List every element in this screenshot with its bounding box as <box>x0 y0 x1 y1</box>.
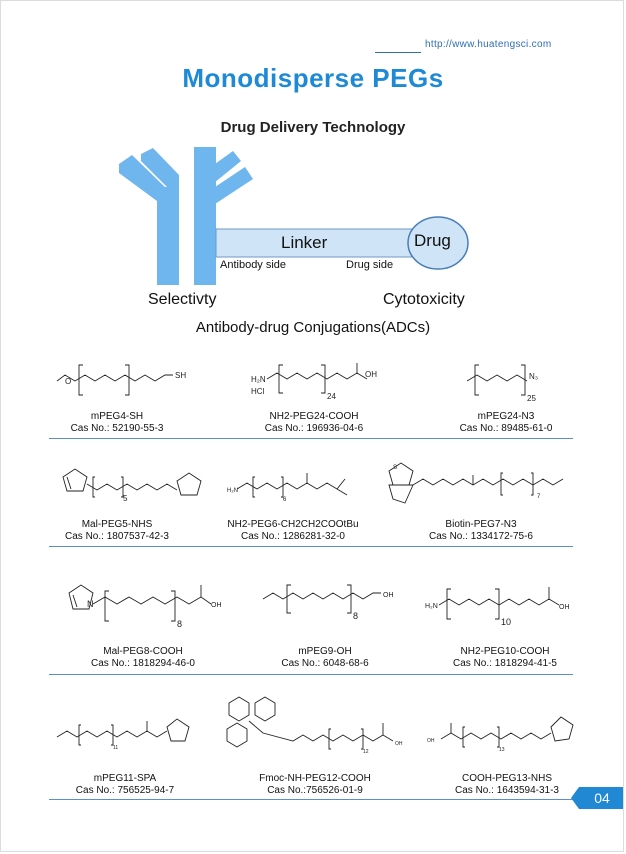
cytotoxicity-label: Cytotoxicity <box>383 291 465 308</box>
hcl-salt: HCl <box>251 387 265 396</box>
compound-cas: Cas No.: 1334172-75-6 <box>429 531 533 542</box>
compound-name: NH2-PEG24-COOH <box>269 411 359 422</box>
repeat-count: 7 <box>537 494 541 500</box>
structure-mal-peg5-nhs: 5 <box>62 468 202 503</box>
compound-mpeg11-spa[interactable]: mPEG11-SPA Cas No.: 756525-94-7 <box>25 773 225 797</box>
structure-biotin-peg7-n3: S 7 <box>388 462 564 504</box>
h2n-group: H₂N <box>425 603 438 610</box>
drug-label: Drug <box>414 231 451 250</box>
antibody-side-label: Antibody side <box>220 259 287 271</box>
linker-bar <box>215 228 423 258</box>
page-number-tab <box>571 787 579 809</box>
o-atom: O <box>65 377 71 386</box>
oh-group: OH <box>211 602 222 609</box>
structure-mpeg11-spa: 11 <box>56 718 190 751</box>
compound-mpeg9-oh[interactable]: mPEG9-OH Cas No.: 6048-68-6 <box>225 646 425 670</box>
repeat-count: 24 <box>327 392 336 401</box>
row-separator <box>49 799 573 800</box>
compound-cas: Cas No.: 1818294-41-5 <box>453 658 557 669</box>
structure-mpeg9-oh: OH 8 <box>262 584 394 621</box>
compound-name: mPEG24-N3 <box>477 411 535 422</box>
structure-nh2-peg24-cooh: H₂N HCl OH 24 <box>251 363 377 401</box>
page-number: 04 <box>579 787 623 809</box>
oh-group: OH <box>383 592 394 599</box>
compound-biotin-peg7-n3[interactable]: Biotin-PEG7-N3 Cas No.: 1334172-75-6 <box>381 519 581 543</box>
repeat-count: 8 <box>353 611 358 621</box>
page-subtitle: Drug Delivery Technology <box>220 119 406 136</box>
compound-cas: Cas No.: 89485-61-0 <box>459 423 553 434</box>
compound-name: mPEG11-SPA <box>93 773 157 784</box>
repeat-count: 8 <box>177 619 182 629</box>
repeat-count: 25 <box>527 394 536 403</box>
compound-name: Mal-PEG5-NHS <box>81 519 153 530</box>
adc-caption: Antibody-drug Conjugations(ADCs) <box>195 319 431 336</box>
structure-nh2-peg6-cooTbu: H₂N 6 <box>227 473 348 503</box>
compound-mal-peg5-nhs[interactable]: Mal-PEG5-NHS Cas No.: 1807537-42-3 <box>17 519 217 543</box>
compound-mpeg4-sh[interactable]: mPEG4-SH Cas No.: 52190-55-3 <box>17 411 217 435</box>
compound-nh2-peg10-cooh[interactable]: NH2-PEG10-COOH Cas No.: 1818294-41-5 <box>405 646 605 670</box>
oh-group: OH <box>395 741 403 747</box>
n-atom: N <box>87 599 94 609</box>
compound-cas: Cas No.: 1643594-31-3 <box>455 785 559 796</box>
compound-name: mPEG9-OH <box>298 646 352 657</box>
compound-cas: Cas No.: 1286281-32-0 <box>241 531 345 542</box>
oh-group: OH <box>427 738 435 744</box>
h2n-group: H₂N <box>251 375 266 384</box>
antibody-shape <box>119 147 253 285</box>
row-separator <box>49 674 573 675</box>
n3-group: N₃ <box>529 372 538 381</box>
repeat-count: 5 <box>123 494 128 503</box>
compound-cas: Cas No.: 52190-55-3 <box>70 423 164 434</box>
s-atom: S <box>393 465 397 471</box>
selectivity-label: Selectivty <box>148 291 217 308</box>
drug-side-label: Drug side <box>346 259 394 271</box>
sh-group: SH <box>175 371 186 380</box>
oh-group: OH <box>365 370 377 379</box>
adc-diagram <box>119 147 469 285</box>
structure-mpeg24-n3: N₃ 25 <box>466 364 538 403</box>
structure-mpeg4-sh: O SH <box>56 364 186 396</box>
repeat-count: 12 <box>363 749 369 755</box>
compound-name: COOH-PEG13-NHS <box>461 773 552 784</box>
linker-label: Linker <box>281 233 328 252</box>
compound-mal-peg8-cooh[interactable]: Mal-PEG8-COOH Cas No.: 1818294-46-0 <box>43 646 243 670</box>
header-rule <box>375 52 421 53</box>
structure-nh2-peg10-cooh: H₂N OH 10 <box>425 587 570 627</box>
structure-mal-peg8-cooh: N OH 8 <box>68 584 222 629</box>
compound-nh2-peg24-cooh[interactable]: NH2-PEG24-COOH Cas No.: 196936-04-6 <box>214 411 414 435</box>
website-url[interactable]: http://www.huatengsci.com <box>425 39 552 50</box>
compound-name: Biotin-PEG7-N3 <box>445 519 517 530</box>
compound-cas: Cas No.: 756525-94-7 <box>75 785 175 796</box>
compound-cooh-peg13-nhs[interactable]: COOH-PEG13-NHS Cas No.: 1643594-31-3 <box>407 773 607 797</box>
compound-name: NH2-PEG6-CH2CH2COOtBu <box>227 519 359 530</box>
compound-mpeg24-n3[interactable]: mPEG24-N3 Cas No.: 89485-61-0 <box>406 411 606 435</box>
h2n-group: H₂N <box>227 488 238 494</box>
repeat-count: 6 <box>283 497 287 503</box>
compound-cas: Cas No.: 196936-04-6 <box>264 423 364 434</box>
drug-circle <box>407 216 469 270</box>
compound-name: Mal-PEG8-COOH <box>103 646 183 657</box>
compound-cas: Cas No.: 1807537-42-3 <box>65 531 169 542</box>
compound-fmoc-nh-peg12-cooh[interactable]: Fmoc-NH-PEG12-COOH Cas No.:756526-01-9 <box>215 773 415 797</box>
compound-name: Fmoc-NH-PEG12-COOH <box>259 773 371 784</box>
repeat-count: 13 <box>499 747 505 753</box>
compound-nh2-peg6-cooTbu[interactable]: NH2-PEG6-CH2CH2COOtBu Cas No.: 1286281-3… <box>193 519 393 543</box>
page-title: Monodisperse PEGs <box>182 63 444 93</box>
oh-group: OH <box>559 604 570 611</box>
repeat-count: 10 <box>501 617 511 627</box>
row-separator <box>49 438 573 439</box>
compound-cas: Cas No.:756526-01-9 <box>267 785 363 796</box>
structure-fmoc-nh-peg12-cooh: 12 OH <box>226 696 403 755</box>
compound-cas: Cas No.: 1818294-46-0 <box>91 658 195 669</box>
structure-cooh-peg13-nhs: OH 13 <box>427 716 574 753</box>
compound-cas: Cas No.: 6048-68-6 <box>281 658 369 669</box>
repeat-count: 11 <box>113 745 118 751</box>
compound-name: mPEG4-SH <box>90 411 144 422</box>
row-separator <box>49 546 573 547</box>
compound-name: NH2-PEG10-COOH <box>460 646 550 657</box>
